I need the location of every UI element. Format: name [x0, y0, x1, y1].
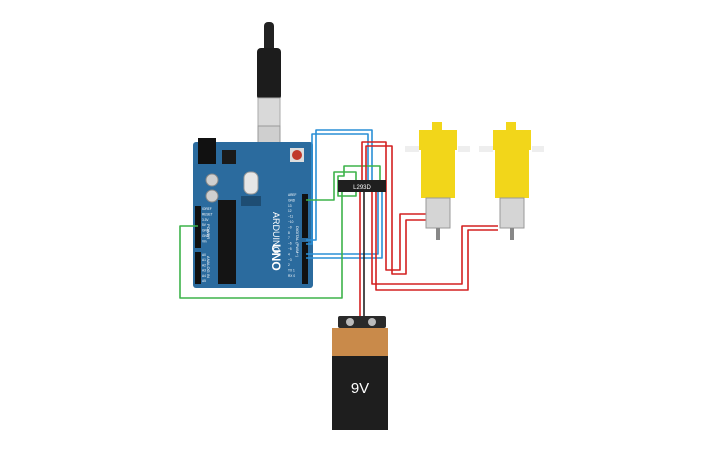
analog-header — [195, 252, 201, 284]
pin-label: ~6 — [288, 242, 292, 246]
arduino-brand: ARDUINO — [271, 212, 281, 254]
motor-left-tab — [432, 122, 442, 132]
section-power-label: POWER — [206, 224, 211, 239]
wire-green-5v[interactable] — [179, 192, 343, 299]
usb-plug-metal — [257, 97, 281, 129]
pin-label: 4 — [288, 252, 290, 256]
motor-right-gearbox — [495, 150, 529, 198]
motor-left-can — [425, 197, 451, 229]
pin-label: ~11 — [288, 215, 293, 219]
pin-label: 12 — [288, 209, 292, 213]
pin-label: 8 — [288, 231, 290, 235]
motor-right-shaft-right — [532, 146, 544, 152]
pin-label: A0 — [202, 253, 206, 257]
wire-blue-2[interactable] — [306, 133, 369, 245]
pin-label: ~10 — [288, 220, 294, 224]
wire-green-chip[interactable] — [337, 165, 381, 197]
power-header — [195, 206, 201, 248]
pin-label: A4 — [202, 274, 206, 278]
pin-label: IOREF — [202, 207, 212, 211]
arduino-board[interactable]: ARDUINO UNO POWER ANALOG IN DIGITAL (PWM… — [193, 138, 313, 288]
motor-right-terminal — [510, 228, 514, 240]
motor-right[interactable] — [479, 122, 544, 240]
usb-plug-body — [257, 48, 281, 100]
wire-red-motor-left-a[interactable] — [361, 141, 428, 271]
pin-label: A3 — [202, 269, 206, 273]
section-analog-label: ANALOG IN — [206, 256, 211, 278]
wire-red-motor-right-b[interactable] — [375, 192, 498, 291]
pin-label: TX 1 — [288, 269, 295, 273]
pin-label: AREF — [288, 193, 297, 197]
pin-label: ~9 — [288, 225, 292, 229]
motor-left-shaft-left — [405, 146, 419, 152]
battery-snap — [338, 316, 386, 328]
pin-label: GND — [288, 198, 296, 202]
pin-label: 5V — [202, 223, 207, 227]
chip-label: L293D — [353, 185, 371, 191]
motor-right-tab — [506, 122, 516, 132]
section-digital-label: DIGITAL (PWM~) — [295, 226, 300, 258]
wire-red-motor-right-a[interactable] — [371, 192, 498, 285]
icsp-header — [241, 196, 261, 206]
wire-green-gnd-top[interactable] — [306, 171, 357, 201]
motor-left-gearbox — [421, 150, 455, 198]
pin-label: RX 0 — [288, 274, 295, 278]
capacitor-1 — [205, 173, 219, 187]
arduino-logo-uno: UNO — [269, 244, 283, 271]
voltage-regulator — [222, 150, 236, 164]
pin-label: GND — [202, 229, 210, 233]
motor-right-shaft-left — [479, 146, 493, 152]
pin-label: ~3 — [288, 258, 292, 262]
battery-top — [332, 328, 388, 356]
wire-blue-3[interactable] — [306, 192, 379, 255]
battery-body — [332, 356, 388, 430]
reset-button[interactable] — [292, 150, 302, 160]
pin-label: 7 — [288, 236, 290, 240]
motor-left-shaft-right — [458, 146, 470, 152]
battery-terminal-positive — [346, 318, 354, 326]
capacitor-2 — [205, 189, 219, 203]
digital-header-top — [302, 194, 308, 238]
pin-label: A1 — [202, 258, 206, 262]
pin-label: 13 — [288, 204, 292, 208]
wire-blue-4[interactable] — [306, 192, 383, 259]
pin-label: A2 — [202, 263, 206, 267]
motor-right-gearbox-top — [493, 130, 531, 150]
digital-header-bottom — [302, 242, 308, 284]
crystal-oscillator — [243, 171, 259, 195]
wire-red-motor-left-b[interactable] — [365, 145, 428, 275]
motor-driver-chip[interactable]: L293D — [338, 180, 386, 192]
pin-label: GND — [202, 234, 210, 238]
battery-label: 9V — [351, 380, 369, 397]
motor-left[interactable] — [405, 122, 470, 240]
motor-left-gearbox-top — [419, 130, 457, 150]
motor-right-can — [499, 197, 525, 229]
battery-terminal-negative — [368, 318, 376, 326]
pin-label: Vin — [202, 239, 207, 243]
atmega-chip — [218, 200, 236, 284]
motor-left-terminal — [436, 228, 440, 240]
power-jack — [198, 138, 216, 164]
pin-label: 2 — [288, 263, 290, 267]
pin-label: 3.3V — [202, 218, 209, 222]
usb-cable-strain-relief — [264, 22, 274, 52]
pin-label: RESET — [202, 212, 213, 216]
pin-label: ~5 — [288, 247, 292, 251]
pin-label: A5 — [202, 279, 206, 283]
battery-9v[interactable]: 9V — [332, 316, 388, 430]
l293d-body[interactable] — [338, 180, 386, 192]
wires — [179, 129, 498, 318]
